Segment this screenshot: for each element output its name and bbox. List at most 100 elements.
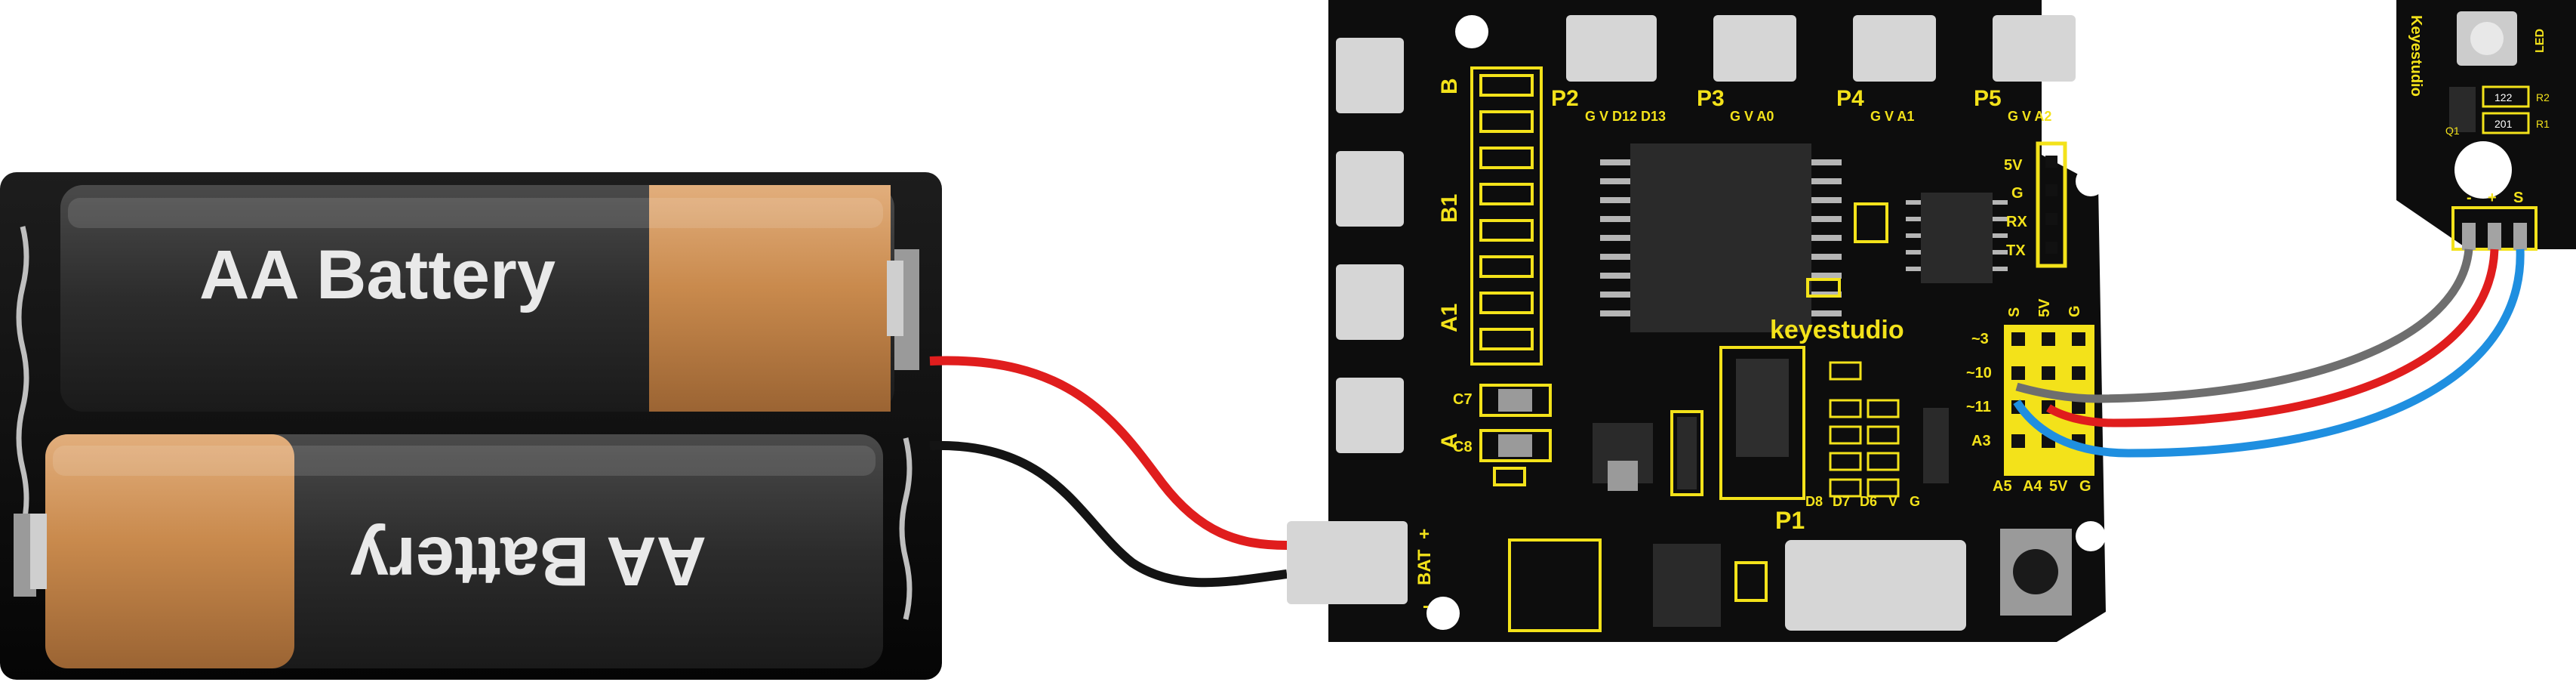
module-pin [2513,223,2527,250]
grid-row-11: ~11 [1966,399,1991,415]
wire-red-module [2046,248,2499,427]
smd-part [1508,539,1602,632]
module-pin-s: S [2513,190,2523,206]
port-p2-name: P2 [1551,86,1579,111]
battery-bottom-shine [53,446,876,476]
label-c8: C8 [1453,439,1473,455]
regulator-outline [1719,346,1805,500]
led-dome [2470,22,2504,55]
connector-p3[interactable] [1713,15,1796,82]
reset-button[interactable] [2000,529,2072,616]
label-b1: B1 [1437,194,1462,223]
grid-footer-a4: A4 [2023,478,2042,495]
label-a: A [1437,433,1462,449]
serial-header [2036,141,2067,268]
smd-part [1854,202,1888,243]
port-p2-pins: G V D12 D13 [1585,109,1666,124]
serial-header-labels: 5V G RX TX [2004,157,2027,259]
grid-row-a3: A3 [1971,433,1991,449]
wire-red-battery [929,356,1288,550]
connector-a[interactable] [1336,378,1404,453]
grid-header-s: S [2006,307,2023,317]
p1-pin-g: G [1910,494,1920,509]
serial-pin-5v: 5V [2004,157,2023,174]
label-b: B [1437,78,1462,94]
port-p5-pins: G V A2 [2008,109,2051,124]
battery-top: AA Battery [60,185,903,412]
p1-pin-v: V [1888,494,1897,509]
mount-hole [1426,597,1460,630]
label-c7: C7 [1453,391,1473,408]
module-brand: Keyestudio [2408,15,2424,97]
transistor-tab [1608,461,1638,491]
connector-b1[interactable] [1336,151,1404,227]
wire-grey-module [2015,248,2473,403]
mount-hole [1455,15,1488,48]
smd-part [1677,417,1697,489]
mount-hole [2076,521,2106,551]
grid-row-3: ~3 [1971,331,1989,347]
battery-bottom-terminal [30,514,47,589]
module-pin-minus: - [2467,190,2472,206]
module-pin-plus: + [2488,190,2497,206]
r2-label: R2 [2536,91,2550,103]
mount-hole [2076,166,2106,196]
connector-p2[interactable] [1566,15,1657,82]
module-pin [2488,223,2501,250]
grid-header-g: G [2067,305,2083,317]
smd-chip [1653,544,1721,627]
serial-pin-rx: RX [2006,214,2027,230]
connector-p5[interactable] [1993,15,2076,82]
regulator [1736,359,1789,457]
resistor-column [1470,66,1543,366]
shield-brand: keyestudio [1770,316,1904,344]
bat-pin-minus: - [1423,596,1429,616]
port-p3-pins: G V A0 [1730,109,1774,124]
p1-name: P1 [1775,507,1805,534]
serial-header-pins [2045,156,2057,254]
resistor-r1 [2482,112,2530,134]
grid-footer-5v: 5V [2049,478,2068,495]
grid-row-10: ~10 [1966,365,1992,381]
spring-left [16,226,29,529]
port-p4-name: P4 [1836,86,1864,111]
spring-right [899,437,913,620]
connector-p4[interactable] [1853,15,1936,82]
connector-b[interactable] [1336,38,1404,113]
grid-footer-g: G [2079,478,2091,495]
led-module: LED Keyestudio Q1 122 R2 201 R1 - + S [2396,0,2576,251]
p1-pin-d8: D8 [1805,494,1823,509]
grid-footer-a5: A5 [1993,478,2012,495]
battery-bottom-copper [45,434,294,668]
connector-a1[interactable] [1336,264,1404,340]
p1-pin-d7: D7 [1833,494,1850,509]
battery-top-label: AA Battery [199,236,556,313]
module-mount-hole [2454,141,2512,199]
resistor-r2 [2482,85,2530,108]
r1-value: 201 [2494,118,2513,130]
grid-header-5v: 5V [2036,298,2053,317]
port-p3-name: P3 [1697,86,1725,111]
connector-p1[interactable] [1785,540,1966,631]
battery-bottom-label: AA Battery [350,523,706,600]
port-p4-pins: G V A1 [1870,109,1914,124]
led-label: LED [2534,29,2547,53]
wire-blue-module [2013,248,2525,458]
battery-top-copper [649,185,891,412]
serial-pin-tx: TX [2006,242,2026,259]
logic-chip [1906,193,2008,283]
connector-bat[interactable] [1287,521,1408,604]
smd-part [1923,408,1949,483]
wire-black-battery [929,440,1288,588]
label-a1: A1 [1437,304,1462,332]
transistor-q1 [2449,87,2476,132]
battery-top-shine [68,198,883,228]
capacitors: C7 C8 [1453,384,1552,486]
r1-label: R1 [2536,118,2550,130]
small-parts [1829,361,1900,498]
bat-label: BAT [1414,549,1435,585]
top-connectors [1566,15,2076,82]
battery-top-terminal [887,261,903,336]
smd-part [1806,278,1841,298]
